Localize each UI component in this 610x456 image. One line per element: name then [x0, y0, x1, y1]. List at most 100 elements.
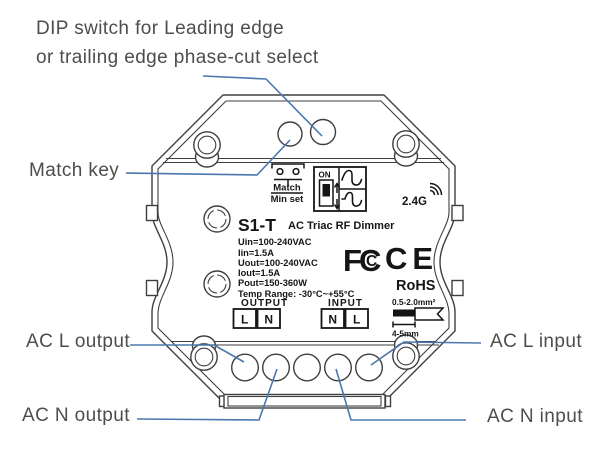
- match-key-annotation: Match key: [29, 160, 120, 181]
- mounting-screws: [190, 130, 420, 371]
- contact-right: [292, 167, 300, 176]
- leader-match-key: [125, 139, 291, 176]
- contact-left: [276, 167, 284, 176]
- ac-n-output-annotation: AC N output: [22, 405, 130, 426]
- bottom-label-bar: [218, 393, 392, 409]
- down-arrow-icon: [333, 199, 341, 210]
- leader-ac-n-output: [136, 368, 278, 421]
- spec-pout: Pout=150-360W: [238, 278, 307, 288]
- strip-length-dimension: [392, 321, 416, 328]
- rohs-mark: RoHS: [396, 278, 436, 294]
- leader-ac-n-input: [335, 368, 466, 421]
- dip-switch-button: [309, 118, 337, 146]
- push-button-contacts-icon: [271, 163, 305, 169]
- output-terminal-l: L: [241, 313, 248, 327]
- screw-post-top: [203, 205, 231, 233]
- side-clip-right-bottom: [451, 279, 464, 297]
- wire-strip-spec: 0.5-2.0mm² 4-5mm: [392, 297, 445, 339]
- spec-iout: Iout=1.5A: [238, 268, 280, 278]
- bar-end-tab-right: [384, 395, 392, 408]
- match-label: Match: [273, 183, 301, 194]
- dip-switch-annotation: DIP switch for Leading edge or trailing …: [36, 14, 319, 72]
- spec-temp: Temp Range: -30°C~+55°C: [238, 289, 355, 299]
- match-min-set-symbol: Match Min set: [271, 163, 305, 205]
- dip-switch-annotation-line2: or trailing edge phase-cut select: [36, 47, 319, 68]
- screw-bottom-right: [392, 334, 420, 370]
- wireless-mark: 2.4G: [402, 182, 443, 208]
- wire-gauge-label: 0.5-2.0mm²: [392, 297, 436, 307]
- trailing-edge-waveform-icon: [341, 191, 363, 207]
- actuator-bar: [274, 178, 302, 186]
- input-terminal-l-box: [344, 308, 369, 329]
- post-scallop: [207, 274, 227, 294]
- stripped-wire-icon: [393, 307, 445, 321]
- spec-uin: Uin=100-240VAC: [238, 237, 312, 247]
- wire-insulation: [414, 307, 445, 321]
- up-arrow-icon: [333, 182, 341, 193]
- output-label: OUTPUT: [241, 298, 288, 309]
- screw-head: [396, 346, 416, 366]
- post-scallop: [207, 209, 227, 229]
- output-terminal-l-box: [232, 308, 257, 329]
- output-terminal-n-box: [256, 308, 281, 329]
- fcc-letter-c-inner: C: [366, 253, 377, 270]
- input-terminal-n-box: [320, 308, 345, 329]
- wifi-arc-2: [429, 186, 439, 196]
- input-label: INPUT: [328, 298, 363, 309]
- fcc-mark: F C C: [343, 243, 381, 278]
- model-name: S1-T: [238, 215, 276, 235]
- bar-inner: [227, 395, 382, 407]
- terminal-hole-center: [293, 353, 322, 382]
- spec-iin: Iin=1.5A: [238, 248, 274, 258]
- dip-slide-switch: [318, 179, 334, 207]
- input-terminal-l: L: [353, 313, 360, 327]
- min-set-label: Min set: [271, 194, 305, 205]
- leader-dip-switch: [202, 75, 323, 137]
- leader-ac-l-output: [130, 344, 245, 363]
- leader-lines: [125, 75, 482, 421]
- fcc-letter-c-outer: C: [359, 243, 381, 278]
- match-key-button: [277, 121, 303, 147]
- ac-l-input-annotation: AC L input: [490, 331, 583, 352]
- dip-slide-knob: [322, 184, 330, 197]
- wifi-arc-3: [429, 182, 443, 196]
- input-terminal-block: INPUT N L: [320, 298, 369, 329]
- strip-length-label: 4-5mm: [392, 329, 419, 339]
- side-clip-left-bottom: [145, 279, 159, 297]
- dip-switch-annotation-line1: DIP switch for Leading edge: [36, 18, 285, 39]
- post-outer-ring: [203, 205, 231, 233]
- wireless-label: 2.4G: [402, 196, 427, 208]
- side-clip-right-top: [451, 204, 464, 222]
- certification-marks: F C C CE RoHS: [343, 241, 438, 294]
- terminal-hole-n-output: [262, 353, 291, 382]
- screw-head: [396, 134, 416, 154]
- screw-head: [197, 135, 217, 155]
- terminal-hole-l-output: [230, 353, 259, 382]
- screw-bottom-left: [190, 335, 218, 371]
- product-name: AC Triac RF Dimmer: [288, 220, 395, 232]
- ac-n-input-annotation: AC N input: [487, 406, 583, 427]
- wifi-arc-1: [429, 189, 436, 196]
- leader-ac-l-input: [370, 341, 482, 366]
- dip-on-label: ON: [319, 171, 331, 180]
- output-terminal-n: N: [264, 313, 273, 327]
- wire-entry-holes: [230, 353, 384, 382]
- output-terminal-block: OUTPUT L N: [232, 298, 288, 329]
- input-terminal-n: N: [328, 313, 337, 327]
- ce-mark: CE: [385, 241, 438, 276]
- spec-list: Uin=100-240VAC Iin=1.5A Uout=100-240VAC …: [238, 237, 355, 299]
- screw-top-left: [193, 131, 221, 168]
- post-outer-ring: [203, 270, 231, 298]
- leading-edge-waveform-icon: [341, 169, 363, 186]
- spec-uout: Uout=100-240VAC: [238, 258, 318, 268]
- wifi-arcs-icon: [429, 182, 443, 196]
- screw-head: [194, 347, 214, 367]
- fcc-letter-f: F: [343, 243, 362, 278]
- dip-switch-panel: ON: [313, 166, 367, 212]
- bare-conductor: [393, 309, 415, 317]
- screw-top-right: [392, 130, 420, 167]
- side-clip-left-top: [145, 204, 159, 222]
- screw-post-bottom: [203, 270, 231, 298]
